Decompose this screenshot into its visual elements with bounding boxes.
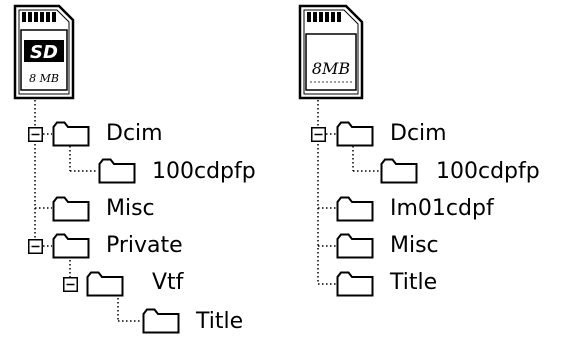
collapse-minus-icon[interactable]	[28, 127, 43, 142]
folder-label[interactable]: 100cdpfp	[436, 160, 540, 184]
folder-icon[interactable]	[336, 271, 374, 297]
folder-icon[interactable]	[142, 308, 180, 334]
folder-icon[interactable]	[52, 196, 90, 222]
folder-icon[interactable]	[52, 121, 90, 147]
folder-icon[interactable]	[86, 271, 124, 297]
folder-icon[interactable]	[380, 158, 418, 184]
folder-icon[interactable]	[336, 121, 374, 147]
folder-label[interactable]: Misc	[390, 234, 439, 258]
folder-icon[interactable]	[52, 233, 90, 259]
collapse-minus-icon[interactable]	[28, 239, 43, 254]
folder-label[interactable]: Vtf	[152, 271, 183, 295]
right-tree: 8MB Dcim 100cdpfp Im01cdpf Misc	[280, 0, 561, 342]
folder-icon[interactable]	[336, 196, 374, 222]
folder-label[interactable]: Im01cdpf	[390, 197, 494, 221]
folder-label[interactable]: Title	[390, 271, 437, 295]
folder-label[interactable]: Title	[196, 310, 243, 334]
folder-icon[interactable]	[336, 233, 374, 259]
folder-label[interactable]: Dcim	[390, 122, 447, 146]
folder-label[interactable]: Private	[106, 234, 183, 258]
folder-icon[interactable]	[98, 158, 136, 184]
folder-label[interactable]: 100cdpfp	[152, 160, 256, 184]
folder-label[interactable]: Misc	[106, 197, 155, 221]
collapse-minus-icon[interactable]	[311, 127, 326, 142]
left-tree: SD 8 MB Dcim	[0, 0, 280, 342]
folder-label[interactable]: Dcim	[106, 122, 163, 146]
collapse-minus-icon[interactable]	[63, 277, 78, 292]
